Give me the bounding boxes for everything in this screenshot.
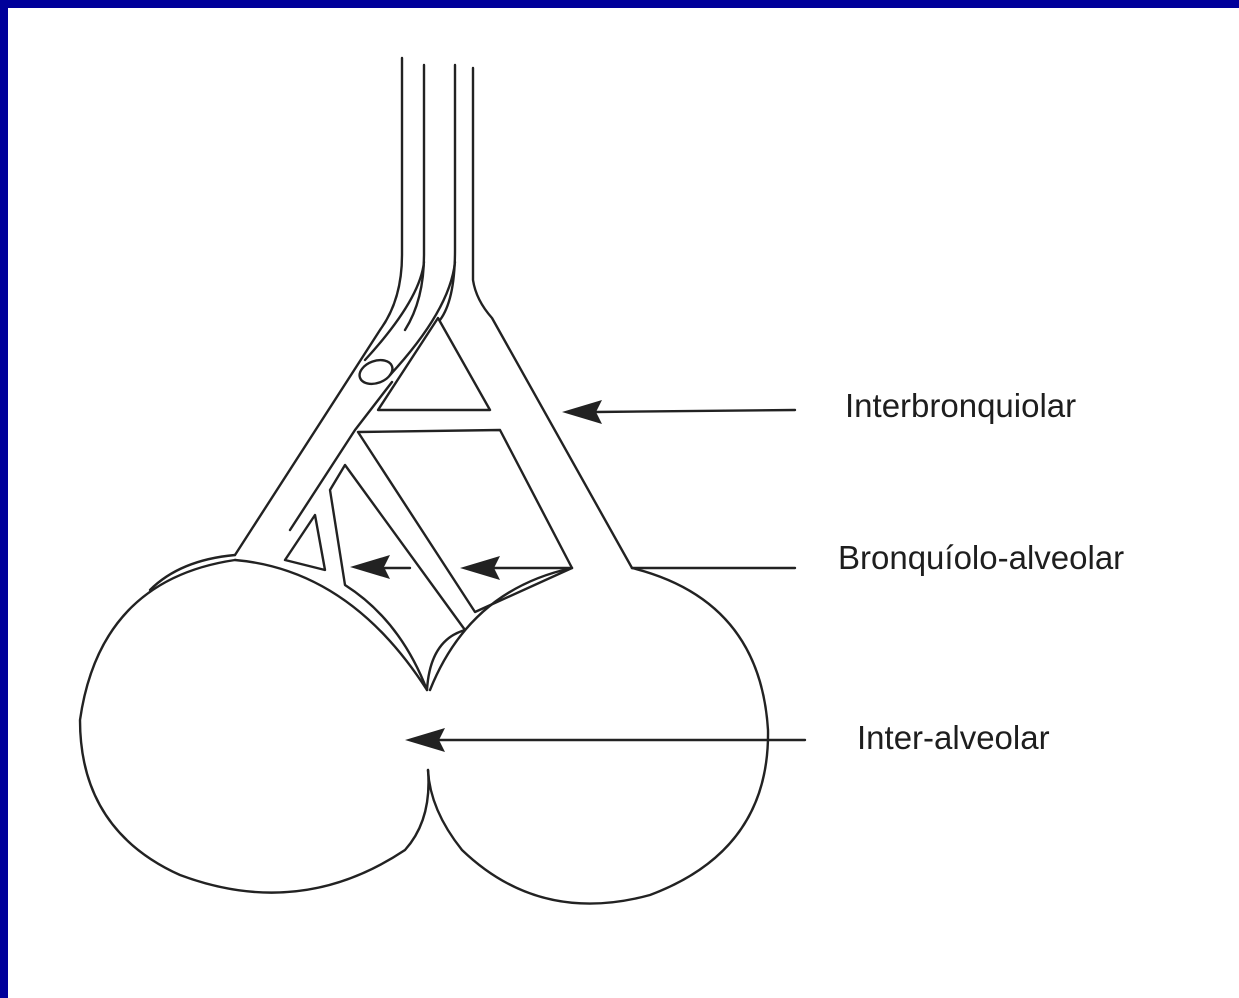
label-inter-alveolar: Inter-alveolar xyxy=(857,719,1050,756)
interbronchiolar-wall-triangle xyxy=(378,318,490,410)
interbronchiolar-arrow xyxy=(562,400,795,424)
label-bronchiole-alveolar: Bronquíolo-alveolar xyxy=(838,539,1124,576)
left-branch-wall xyxy=(150,382,392,590)
right-alveolus xyxy=(428,568,768,904)
bronchiole-alveolar-arrow xyxy=(350,555,795,580)
small-wall-triangle xyxy=(285,515,325,570)
bronchiole-tube xyxy=(235,58,632,568)
inter-alveolar-arrow xyxy=(405,728,805,752)
label-interbronchiolar: Interbronquiolar xyxy=(845,387,1076,424)
inner-wall-sliver xyxy=(330,465,465,690)
bronchiolar-wall-segment xyxy=(358,430,572,612)
